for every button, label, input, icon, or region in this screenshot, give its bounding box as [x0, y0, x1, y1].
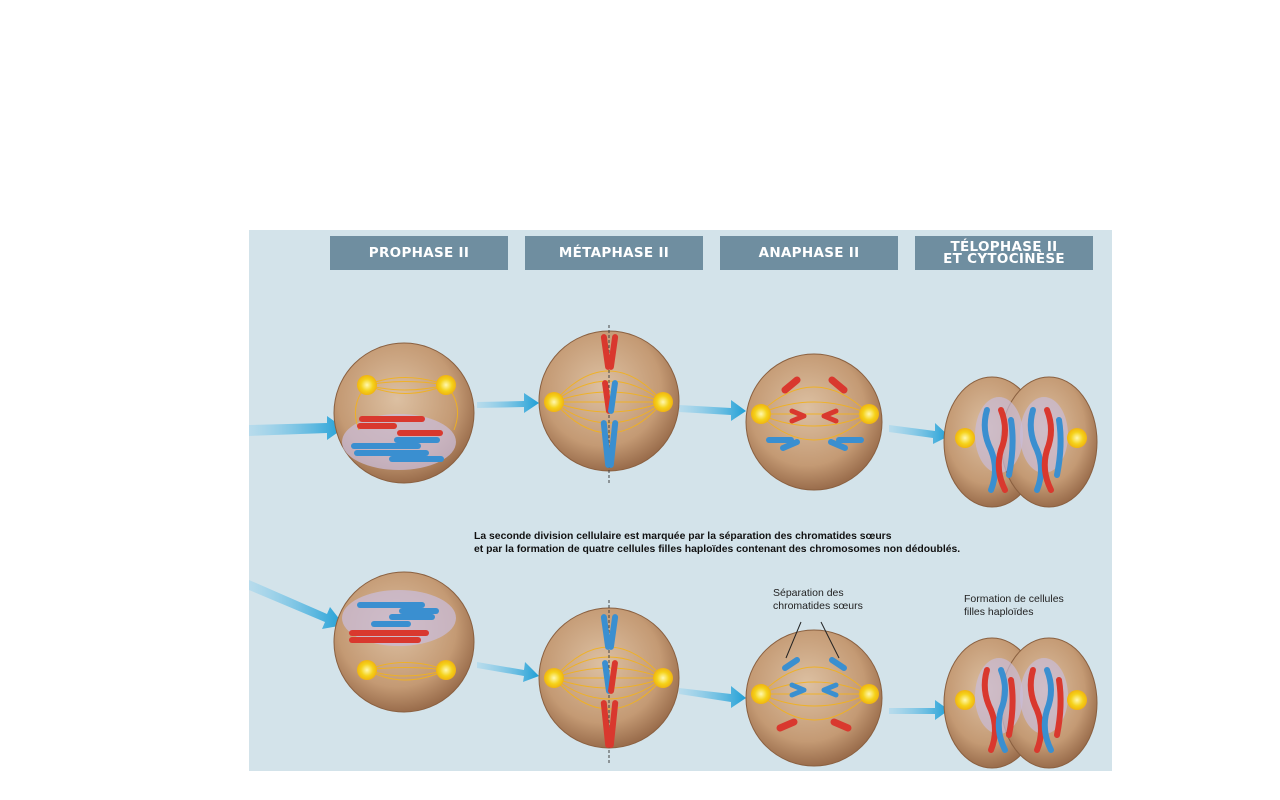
cell-prophase-bottom	[333, 571, 475, 713]
annotation-separation-line-1: Séparation des	[773, 587, 844, 599]
arrow-entry-top	[249, 416, 344, 440]
caption-line-2: et par la formation de quatre cellules f…	[474, 544, 961, 555]
arrow-anaphase-to-telophase-top	[889, 423, 949, 444]
cell-diagrams	[249, 325, 1098, 769]
arrow-anaphase-to-telophase-bottom	[889, 700, 949, 720]
header-anaphase-ii: ANAPHASE II	[720, 236, 898, 270]
arrow-metaphase-to-anaphase-bottom	[679, 686, 746, 708]
header-prophase-ii: PROPHASE II	[330, 236, 508, 270]
arrow-entry-bottom	[249, 580, 344, 629]
arrow-prophase-to-metaphase-top	[477, 393, 539, 413]
header-metaphase-ii: MÉTAPHASE II	[525, 236, 703, 270]
annotation-separation-line-2: chromatides sœurs	[773, 599, 863, 612]
cell-metaphase-top	[538, 325, 680, 485]
arrow-prophase-to-metaphase-bottom	[477, 662, 539, 682]
cell-metaphase-bottom	[538, 600, 680, 765]
meiosis-ii-figure: PROPHASE II MÉTAPHASE II ANAPHASE II TÉL…	[249, 230, 1112, 771]
caption-line-1: La seconde division cellulaire est marqu…	[474, 531, 892, 542]
annotation-formation-line-1: Formation de cellules	[964, 593, 1064, 605]
annotation-separation: Séparation des chromatides sœurs	[773, 587, 863, 612]
cell-prophase-top	[333, 342, 475, 484]
annotation-formation: Formation de cellules filles haploïdes	[964, 593, 1064, 618]
cell-telophase-bottom	[943, 637, 1098, 769]
figure-caption: La seconde division cellulaire est marqu…	[474, 530, 1034, 556]
arrow-metaphase-to-anaphase-top	[679, 400, 746, 421]
cell-anaphase-bottom	[745, 621, 883, 767]
annotation-formation-line-2: filles haploïdes	[964, 605, 1034, 618]
cell-telophase-top	[943, 376, 1098, 508]
header-telophase-ii: TÉLOPHASE II ET CYTOCINÈSE	[915, 236, 1093, 270]
cell-anaphase-top	[745, 353, 883, 491]
